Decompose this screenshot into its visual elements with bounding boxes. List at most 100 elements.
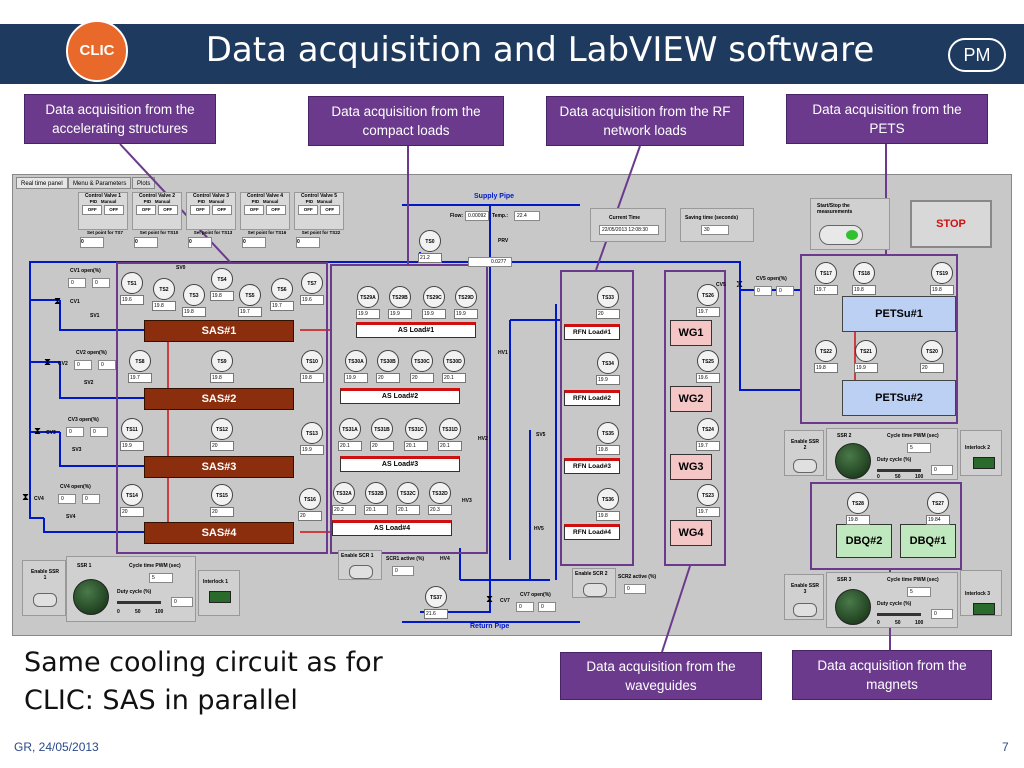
- manual-toggle[interactable]: OFF: [103, 205, 124, 215]
- setpoint-input[interactable]: 0: [296, 237, 320, 248]
- ssr2-duty-slider[interactable]: [877, 469, 921, 472]
- cv4-open-input[interactable]: 0: [82, 494, 100, 504]
- cv7-open-input[interactable]: 0: [538, 602, 556, 612]
- cv4-open-value: 0: [58, 494, 76, 504]
- tab-plots[interactable]: Plots: [132, 177, 156, 189]
- manual-toggle[interactable]: OFF: [319, 205, 340, 215]
- enable-ssr3-toggle[interactable]: [793, 603, 817, 617]
- pid-toggle[interactable]: OFF: [190, 205, 211, 215]
- sas-4: SAS#4: [144, 522, 294, 544]
- valve-cv3-icon[interactable]: ⧗: [34, 426, 42, 437]
- control-valve-4: Control Valve 4 PID Manual OFF OFF: [240, 192, 290, 230]
- sensor-value: 19.8: [846, 515, 870, 525]
- pid-toggle[interactable]: OFF: [298, 205, 319, 215]
- saving-time-box: Saving time (seconds) 30: [680, 208, 754, 242]
- valve-cv3-label: CV3: [46, 430, 56, 436]
- enable-ssr2-toggle[interactable]: [793, 459, 817, 473]
- sensor-value: 19.9: [300, 445, 324, 455]
- valve-cv7-icon[interactable]: ⧗: [486, 594, 494, 605]
- start-stop-button[interactable]: [819, 225, 863, 245]
- sensor-id: TS14: [121, 484, 143, 506]
- pid-label: PID: [251, 199, 260, 204]
- pid-toggle[interactable]: OFF: [136, 205, 157, 215]
- setpoint-input[interactable]: 0: [188, 237, 212, 248]
- interlock2-box: Interlock 2: [960, 430, 1002, 476]
- ssr3-duty-slider[interactable]: [877, 613, 921, 616]
- current-time-value: 22/05/2013 12:08:30: [599, 225, 659, 235]
- enable-ssr1-toggle[interactable]: [33, 593, 57, 607]
- control-valve-1: Control Valve 1 PID Manual OFF OFF: [78, 192, 128, 230]
- led-icon: [846, 230, 858, 240]
- stop-button[interactable]: STOP: [910, 200, 992, 248]
- rfn-load-1: RFN Load#1: [564, 324, 620, 340]
- sensor-value: 19.7: [814, 285, 838, 295]
- ssr2-cycle-input[interactable]: 5: [907, 443, 931, 453]
- valve-sv2-label: SV2: [84, 380, 94, 386]
- cv2-open-input[interactable]: 0: [98, 360, 116, 370]
- ssr1-duty-slider[interactable]: [117, 601, 161, 604]
- cv2-open-value: 0: [74, 360, 92, 370]
- control-valve-5: Control Valve 5 PID Manual OFF OFF: [294, 192, 344, 230]
- sensor-value: 19.8: [210, 291, 234, 301]
- rfn-load-2: RFN Load#2: [564, 390, 620, 406]
- valve-cv4-icon[interactable]: ⧗: [22, 492, 30, 503]
- ssr3-duty-input[interactable]: 0: [931, 609, 953, 619]
- enable-scr2-toggle[interactable]: [583, 583, 607, 597]
- sensor-id: TS27: [927, 492, 949, 514]
- valve-cv5-icon[interactable]: ⧖: [736, 279, 744, 290]
- cv7-open-value: 0: [516, 602, 534, 612]
- ssr1-duty-input[interactable]: 0: [171, 597, 193, 607]
- valve-hv5-label: HV5: [534, 526, 544, 532]
- sensor-id: TS5: [239, 284, 261, 306]
- sensor-id: TS32C: [397, 482, 419, 504]
- valve-sv4-label: SV4: [66, 514, 76, 520]
- tab-real-time-panel[interactable]: Real time panel: [16, 177, 68, 189]
- cv3-open-value: 0: [66, 427, 84, 437]
- callout-waveguides: Data acquisition from the waveguides: [560, 652, 762, 700]
- ssr1-cycle-input[interactable]: 5: [149, 573, 173, 583]
- wg-2: WG2: [670, 386, 712, 412]
- enable-scr1-toggle[interactable]: [349, 565, 373, 579]
- pid-toggle[interactable]: OFF: [244, 205, 265, 215]
- sensor-id: TS32D: [429, 482, 451, 504]
- page-number: 7: [1002, 740, 1009, 754]
- manual-toggle[interactable]: OFF: [157, 205, 178, 215]
- ssr3-cycle-input[interactable]: 5: [907, 587, 931, 597]
- cv5-open-input[interactable]: 0: [776, 286, 794, 296]
- sensor-value: 20.1: [404, 441, 428, 451]
- cv3-open-label: CV3 open(%): [68, 417, 99, 423]
- current-time-box: Current Time 22/05/2013 12:08:30: [590, 208, 666, 242]
- sensor-value: 20: [376, 373, 400, 383]
- interlock2-label: Interlock 2: [965, 445, 991, 451]
- ssr2-duty-input[interactable]: 0: [931, 465, 953, 475]
- setpoint-input[interactable]: 0: [80, 237, 104, 248]
- manual-toggle[interactable]: OFF: [211, 205, 232, 215]
- saving-time-input[interactable]: 30: [701, 225, 729, 235]
- temp-value: 22.4: [514, 211, 540, 221]
- valve-cv1-icon[interactable]: ⧗: [54, 296, 62, 307]
- clic-logo: CLIC: [66, 20, 128, 82]
- pid-toggle[interactable]: OFF: [82, 205, 103, 215]
- valve-hv1-label: HV1: [498, 350, 508, 356]
- tab-menu-parameters[interactable]: Menu & Parameters: [68, 177, 132, 189]
- valve-cv2-icon[interactable]: ⧗: [44, 357, 52, 368]
- ssr3-box: SSR 3 Cycle time PWM (sec) 5 Duty cycle …: [826, 572, 958, 628]
- setpoint-input[interactable]: 0: [134, 237, 158, 248]
- manual-toggle[interactable]: OFF: [265, 205, 286, 215]
- cv3-open-input[interactable]: 0: [90, 427, 108, 437]
- cv1-open-input[interactable]: 0: [92, 278, 110, 288]
- setpoint-input[interactable]: 0: [242, 237, 266, 248]
